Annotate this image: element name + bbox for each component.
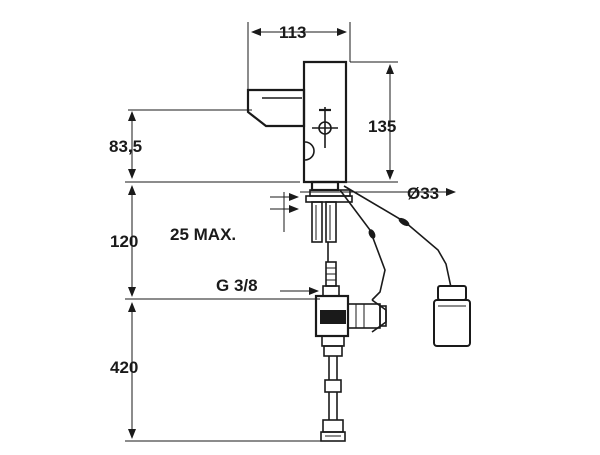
dim-height-mid: 120 — [110, 232, 138, 251]
dimension-lines — [125, 22, 456, 442]
lower-supply-pipe — [320, 345, 346, 442]
dim-height-body: 135 — [368, 117, 396, 136]
dim-height-upper: 83,5 — [109, 137, 142, 156]
dim-diameter: Ø33 — [407, 184, 439, 203]
angle-valve — [314, 294, 387, 347]
supply-hose — [322, 242, 340, 297]
dim-height-lower: 420 — [110, 358, 138, 377]
faucet-body — [246, 60, 348, 192]
mounting-studs — [305, 189, 353, 243]
battery-box — [433, 285, 471, 347]
dim-max-thickness: 25 MAX. — [170, 225, 236, 244]
sensor-cable — [339, 185, 453, 301]
dim-width-top: 113 — [279, 23, 306, 42]
dim-thread: G 3/8 — [216, 276, 258, 295]
dimension-labels: 113 135 83,5 Ø33 25 MAX. 120 G 3/8 420 — [109, 23, 439, 377]
